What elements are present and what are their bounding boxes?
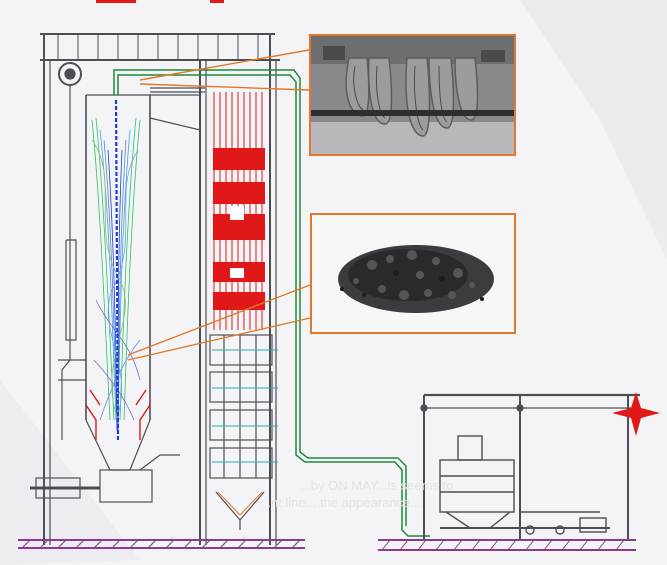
flue-gas-pipe bbox=[113, 69, 430, 537]
slag-deposit-photo bbox=[309, 34, 516, 156]
ash-clinker-photo bbox=[310, 213, 516, 334]
superheater-panels bbox=[213, 92, 265, 330]
faint-overlay-line-2: ...nt line... the appearance... bbox=[260, 495, 422, 510]
callout-lines bbox=[127, 49, 311, 361]
faint-overlay-line-1: ...by ON MAY...ls seems to bbox=[300, 478, 454, 493]
ash-handling-structure bbox=[378, 393, 640, 551]
flame-flow-field bbox=[91, 117, 141, 431]
boiler-tower bbox=[18, 33, 305, 549]
star-marker bbox=[612, 392, 660, 436]
